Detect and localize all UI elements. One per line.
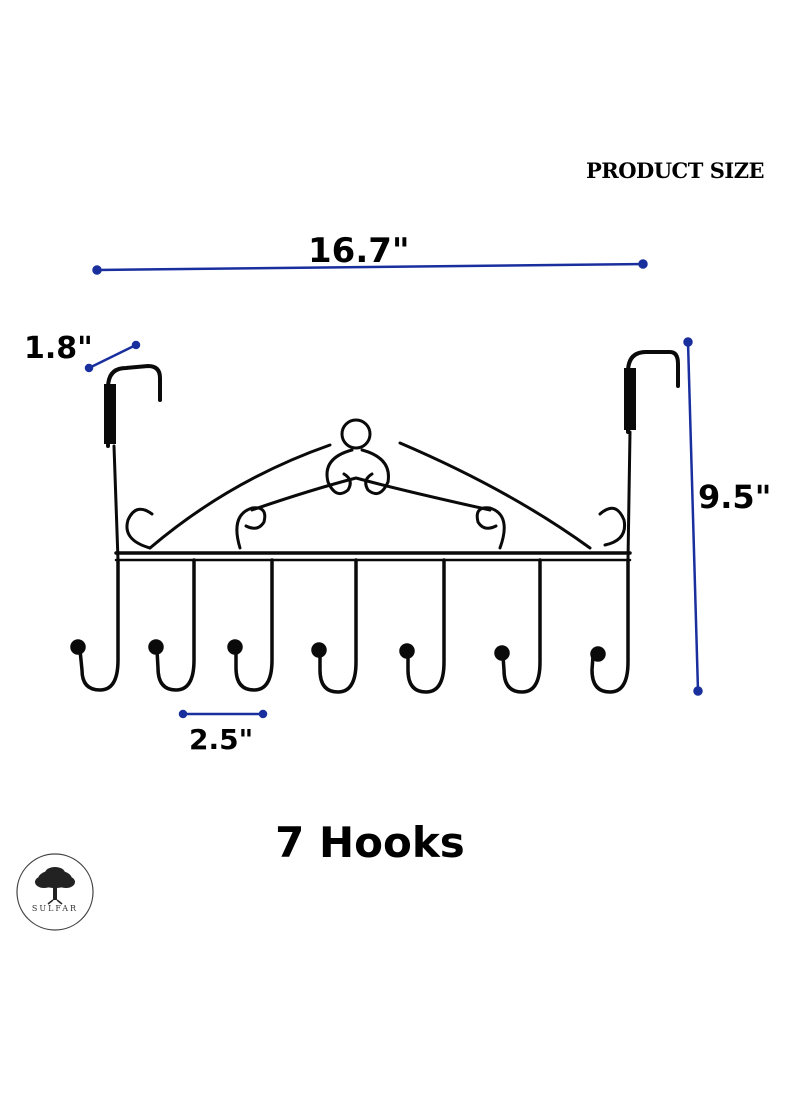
height-label: 9.5" bbox=[698, 478, 772, 516]
hook-3 bbox=[234, 558, 274, 692]
hook-2 bbox=[155, 558, 196, 692]
hook-rack bbox=[70, 350, 680, 694]
width-dimension-line bbox=[96, 262, 644, 272]
brand-logo bbox=[16, 853, 94, 931]
depth-dimension-line bbox=[88, 343, 137, 370]
decor-center-arch bbox=[250, 476, 492, 512]
decor-center-left-curl bbox=[325, 448, 354, 496]
right-door-hanger bbox=[626, 350, 680, 434]
left-door-hanger bbox=[106, 364, 162, 448]
tree-icon bbox=[35, 867, 75, 905]
hook-count-caption: 7 Hooks bbox=[275, 818, 465, 867]
hook-6 bbox=[501, 558, 542, 694]
width-label: 16.7" bbox=[308, 231, 410, 271]
decor-top-circle bbox=[340, 418, 372, 450]
hook-4 bbox=[318, 558, 358, 694]
depth-label: 1.8" bbox=[24, 331, 93, 366]
decor-inner-left bbox=[235, 506, 267, 550]
dimension-lines bbox=[84, 259, 703, 719]
logo-brand-text: SULFAR bbox=[31, 904, 79, 913]
decor-left-scroll bbox=[125, 507, 154, 550]
hook-1 bbox=[78, 558, 120, 692]
hook-5 bbox=[406, 558, 446, 694]
decor-right-arm bbox=[398, 441, 592, 550]
decor-right-scroll bbox=[598, 506, 627, 547]
hook-7 bbox=[590, 558, 630, 694]
decor-inner-right bbox=[475, 506, 506, 550]
decor-left-arm bbox=[148, 443, 332, 550]
decor-center-right-curl bbox=[360, 448, 390, 496]
hooks bbox=[70, 558, 630, 694]
hook-spacing-label: 2.5" bbox=[189, 723, 254, 756]
height-dimension-line bbox=[686, 341, 700, 692]
page-title: PRODUCT SIZE bbox=[586, 158, 765, 183]
